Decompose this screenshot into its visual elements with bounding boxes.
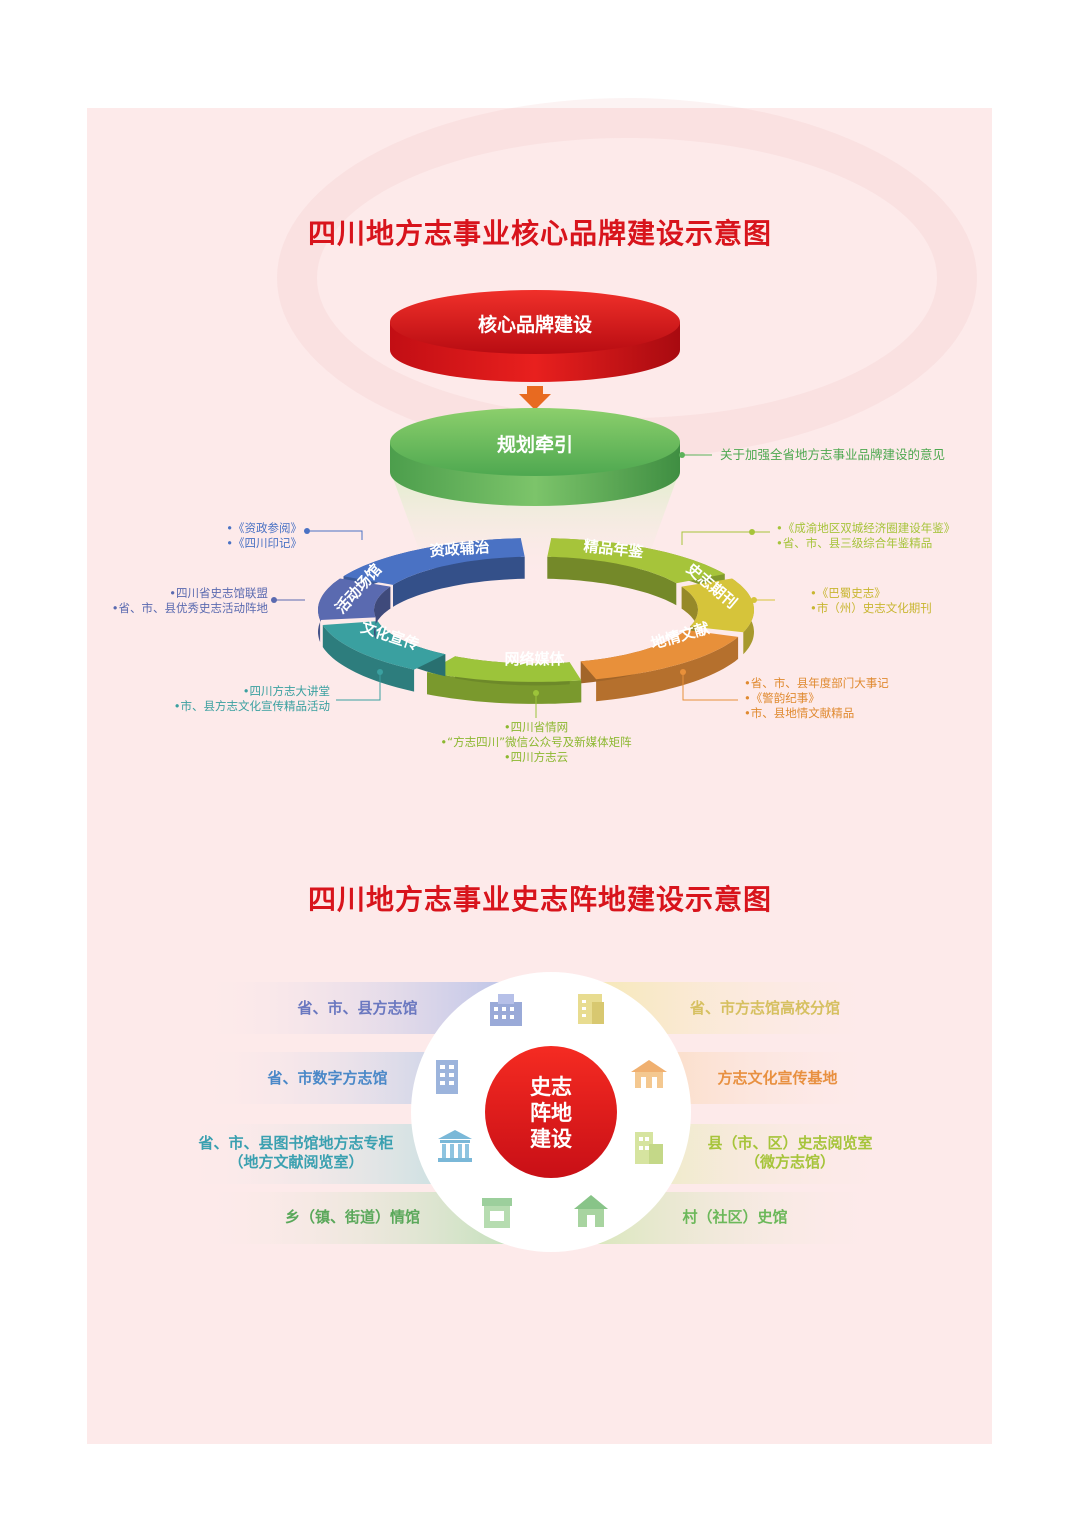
note-zizheng: •《资政参阅》•《四川印记》 [226, 521, 302, 550]
house-icon [574, 1195, 608, 1227]
ring-segment-nianjian [547, 538, 725, 606]
brand-ring [318, 538, 754, 704]
ring-segment-changguan [318, 578, 391, 642]
office-icon [578, 994, 604, 1024]
band-label-right-1: 省、市方志馆高校分馆 [689, 999, 840, 1017]
ring-connectors [274, 530, 775, 718]
planning-cylinder [390, 408, 680, 506]
diagram1-title: 四川地方志事业核心品牌建设示意图 [307, 217, 772, 250]
note-meiti: •四川省情网•“方志四川”微信公众号及新媒体矩阵•四川方志云 [440, 720, 632, 764]
center-label: 史志阵地建设 [530, 1075, 572, 1151]
library-icon [438, 1130, 472, 1162]
ring-segment-wenxian [580, 630, 739, 702]
ring-segment-meiti [427, 656, 582, 704]
pavilion-icon [631, 1060, 667, 1088]
core-brand-cylinder [390, 290, 680, 382]
band-label-right-3: 县（市、区）史志阅览室（微方志馆） [707, 1134, 873, 1171]
band-label-left-1: 省、市、县方志馆 [297, 999, 418, 1017]
ring-segment-qikan [681, 578, 754, 655]
note-wenxian: •省、市、县年度部门大事记•《警韵纪事》•市、县地情文献精品 [744, 676, 889, 720]
band-label-left-4: 乡（镇、街道）情馆 [284, 1208, 420, 1226]
ring-segment-zizheng [343, 538, 525, 607]
note-nianjian: •《成渝地区双城经济圈建设年鉴》•省、市、县三级综合年鉴精品 [776, 521, 956, 550]
band-label-left-2: 省、市数字方志馆 [267, 1069, 388, 1087]
band-label-left-3: 省、市、县图书馆地方志专柜（地方文献阅览室） [198, 1134, 394, 1171]
diagram2-title: 四川地方志事业史志阵地建设示意图 [307, 883, 772, 916]
band-label-right-4: 村（社区）史馆 [682, 1208, 788, 1226]
tower-icon [436, 1060, 458, 1094]
band-label-right-2: 方志文化宣传基地 [717, 1069, 838, 1087]
segment-label-meiti: 网络媒体 [504, 650, 565, 668]
note-changguan: •四川省史志馆联盟•省、市、县优秀史志活动阵地 [111, 586, 268, 615]
ring-connector-dots [271, 528, 757, 696]
note-xuanchuan: •四川方志大讲堂•市、县方志文化宣传精品活动 [173, 684, 330, 713]
building-icon [490, 994, 522, 1026]
mid-node-label: 规划牵引 [496, 434, 573, 456]
center-red-disc [485, 1046, 617, 1178]
note-qikan: •《巴蜀史志》•市（州）史志文化期刊 [810, 586, 932, 615]
connector-dot [679, 452, 685, 458]
arrow-down-icon [519, 386, 551, 410]
shop-icon [482, 1198, 512, 1228]
top-node-label: 核心品牌建设 [477, 314, 592, 336]
apartment-icon [635, 1132, 663, 1164]
mid-note: 关于加强全省地方志事业品牌建设的意见 [720, 447, 946, 462]
ring-segment-xuanchuan [322, 621, 446, 692]
